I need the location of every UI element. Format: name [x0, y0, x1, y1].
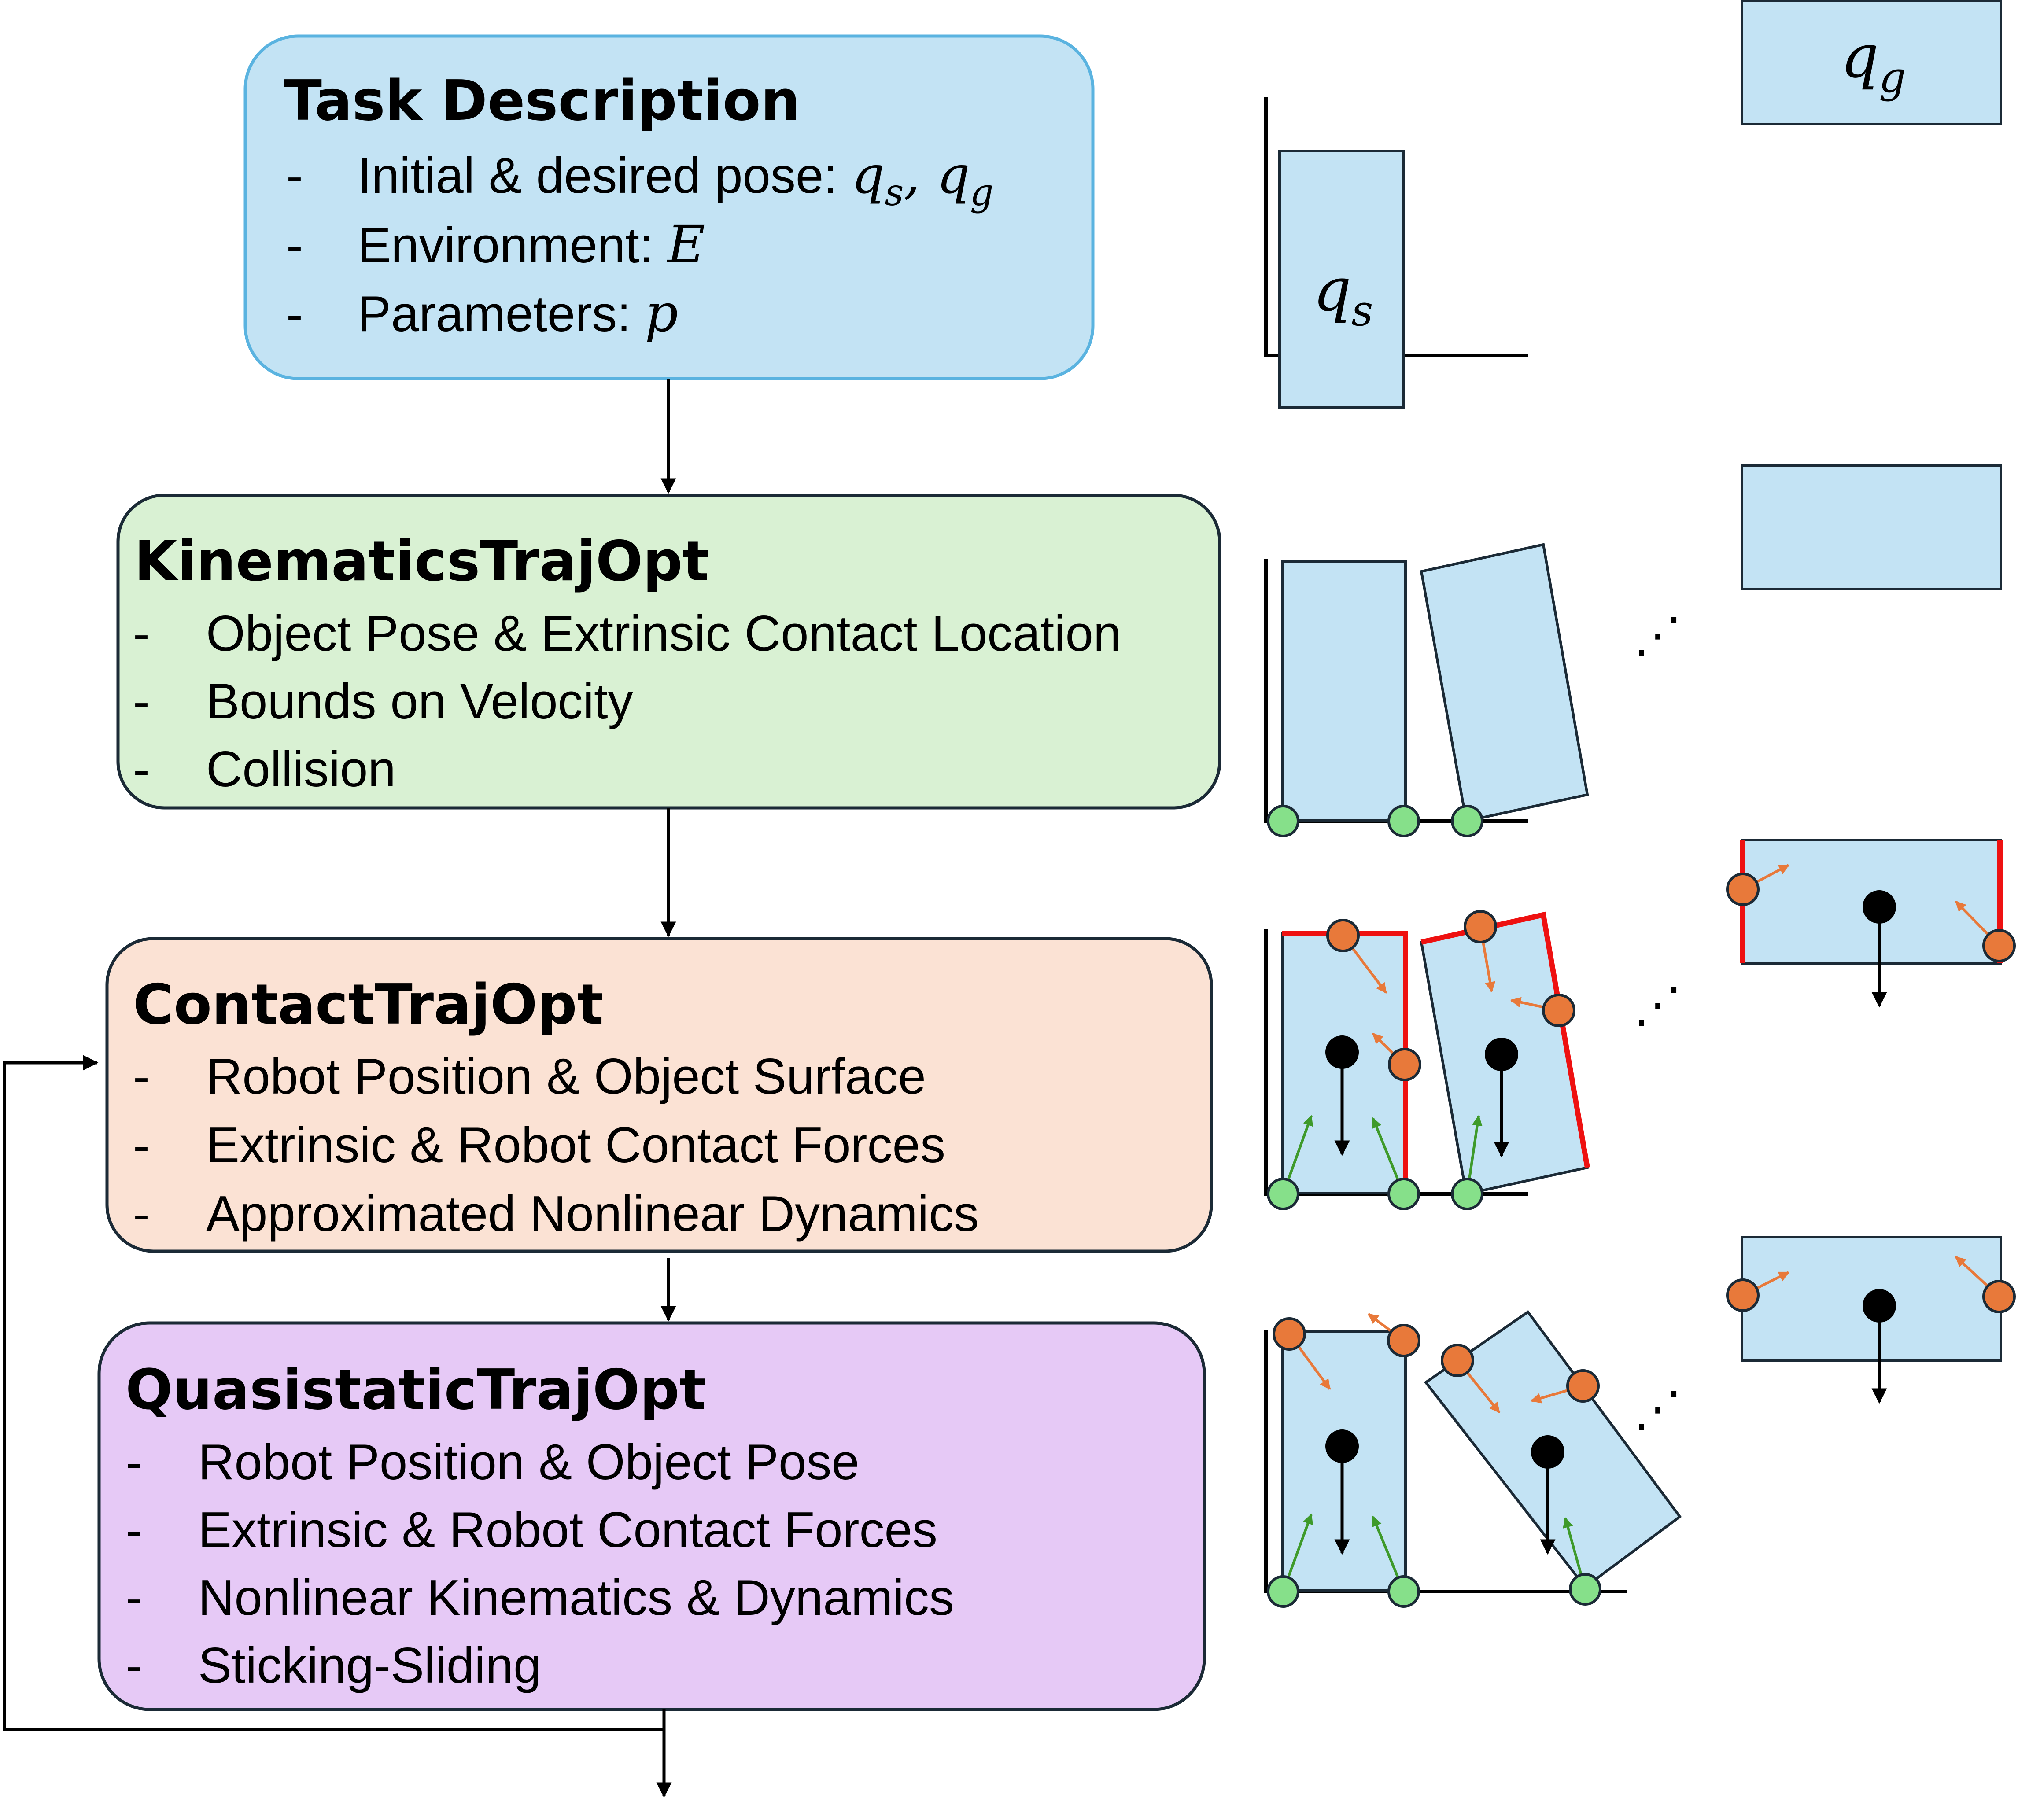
task-item-3-dash: - — [286, 286, 303, 342]
center-of-mass — [1531, 1435, 1564, 1469]
quasistatic-title: QuasistaticTrajOpt — [125, 1357, 706, 1422]
object-pose-1 — [1281, 560, 1407, 822]
task-item-1-math: qs, qg — [852, 144, 994, 214]
quasistatic-item-2-dash: - — [125, 1502, 142, 1558]
task-description-title: Task Description — [284, 68, 800, 133]
contact-point — [1569, 1573, 1601, 1606]
center-of-mass — [1863, 1289, 1896, 1323]
kinematics-illustration: ⋰ — [1264, 464, 2002, 837]
robot-finger — [1726, 1278, 1760, 1312]
kinematics-item-2-dash: - — [133, 674, 150, 729]
surface-segment — [1282, 931, 1408, 1184]
task-item-2-dash: - — [286, 217, 303, 273]
extrinsic-contact-points — [1267, 1178, 1483, 1210]
center-of-mass — [1863, 890, 1896, 924]
kinematics-item-2: Bounds on Velocity — [206, 674, 633, 729]
contact-point — [1387, 1178, 1420, 1210]
kinematics-trajopt-box: KinematicsTrajOpt - Object Pose & Extrin… — [116, 494, 1221, 810]
center-of-mass-dots — [1325, 890, 1896, 1071]
center-of-mass — [1325, 1429, 1359, 1463]
contact-item-2-dash: - — [133, 1117, 150, 1173]
robot-finger — [1326, 919, 1360, 952]
robot-finger — [1982, 929, 2016, 962]
contact-point — [1387, 1575, 1420, 1608]
quasistatic-item-4: Sticking-Sliding — [198, 1638, 541, 1694]
kinematics-item-1: Object Pose & Extrinsic Contact Location — [206, 606, 1121, 662]
task-item-3: Parameters: p — [358, 283, 678, 343]
contact-point — [1267, 805, 1299, 837]
task-item-3-text: Parameters: — [358, 286, 645, 342]
contact-item-2: Extrinsic & Robot Contact Forces — [206, 1117, 945, 1173]
task-illustration: qs qg — [1264, 0, 2002, 409]
center-of-mass-dots — [1325, 1289, 1896, 1469]
quasistatic-item-4-dash: - — [125, 1638, 142, 1694]
center-of-mass — [1325, 1035, 1359, 1069]
contact-point — [1267, 1178, 1299, 1210]
robot-finger — [1566, 1369, 1600, 1403]
task-item-1: Initial & desired pose: qs, qg — [358, 144, 994, 214]
wall-and-floor — [1264, 929, 1528, 1196]
robot-finger — [1982, 1280, 2016, 1313]
robot-contact-points — [1273, 1278, 2016, 1403]
task-item-2-text: Environment: — [358, 217, 667, 273]
quasistatic-item-2: Extrinsic & Robot Contact Forces — [198, 1502, 937, 1558]
contact-trajopt-box: ContactTrajOpt - Robot Position & Object… — [105, 937, 1213, 1253]
start-pose-label: qs — [1313, 255, 1373, 335]
kinematics-title: KinematicsTrajOpt — [134, 529, 709, 593]
extrinsic-contact-points — [1267, 1573, 1601, 1608]
ellipsis-icon: ⋰ — [1634, 607, 1682, 663]
ellipsis-icon: ⋰ — [1634, 1381, 1682, 1437]
extrinsic-contact-points — [1267, 805, 1483, 837]
center-of-mass — [1485, 1038, 1518, 1071]
object-goal-pose — [1741, 464, 2002, 590]
goal-object — [1741, 0, 2002, 125]
kinematics-item-3-dash: - — [133, 741, 150, 797]
robot-finger — [1273, 1317, 1306, 1351]
contact-point — [1267, 1575, 1299, 1608]
task-item-2-math: E — [666, 214, 705, 275]
contact-point — [1387, 805, 1420, 837]
contact-point — [1451, 1178, 1483, 1210]
pipeline-arrows — [3, 379, 676, 1798]
robot-finger — [1464, 910, 1497, 943]
contact-illustration: ⋰ — [1264, 839, 2016, 1210]
contact-item-3-dash: - — [133, 1186, 150, 1242]
ellipsis-icon: ⋰ — [1634, 976, 1682, 1033]
goal-pose-label: qg — [1841, 22, 1906, 102]
kinematics-item-1-dash: - — [133, 606, 150, 662]
wall-and-floor — [1264, 97, 1528, 357]
kinematics-item-3: Collision — [206, 741, 396, 797]
contact-item-1: Robot Position & Object Surface — [206, 1049, 926, 1105]
contact-item-3: Approximated Nonlinear Dynamics — [206, 1186, 979, 1242]
robot-finger — [1441, 1344, 1474, 1377]
task-item-1-dash: - — [286, 148, 303, 204]
wall-and-floor — [1264, 1330, 1627, 1593]
start-object — [1278, 150, 1405, 409]
quasistatic-item-3: Nonlinear Kinematics & Dynamics — [198, 1570, 954, 1626]
quasistatic-item-3-dash: - — [125, 1570, 142, 1626]
contact-item-1-dash: - — [133, 1049, 150, 1105]
robot-finger — [1388, 1048, 1421, 1081]
quasistatic-illustration: ⋰ — [1264, 1236, 2016, 1608]
task-description-box: Task Description - Initial & desired pos… — [243, 34, 1095, 380]
quasistatic-item-1-dash: - — [125, 1434, 142, 1490]
robot-finger — [1542, 994, 1575, 1027]
task-item-3-math: p — [645, 283, 679, 343]
robot-contact-points — [1326, 873, 2016, 1081]
robot-finger — [1726, 873, 1760, 906]
robot-finger — [1387, 1324, 1420, 1357]
task-item-1-text: Initial & desired pose: — [358, 148, 852, 204]
task-item-2: Environment: E — [358, 214, 705, 275]
contact-point — [1451, 805, 1483, 837]
wall-and-floor — [1264, 559, 1528, 823]
object-pose-2 — [1420, 543, 1589, 823]
surface-segment — [1420, 911, 1590, 1168]
quasistatic-trajopt-box: QuasistaticTrajOpt - Robot Position & Ob… — [97, 1321, 1206, 1711]
feedback-loop-arrow — [3, 1055, 664, 1731]
quasistatic-item-1: Robot Position & Object Pose — [198, 1434, 860, 1490]
contact-title: ContactTrajOpt — [133, 972, 604, 1037]
